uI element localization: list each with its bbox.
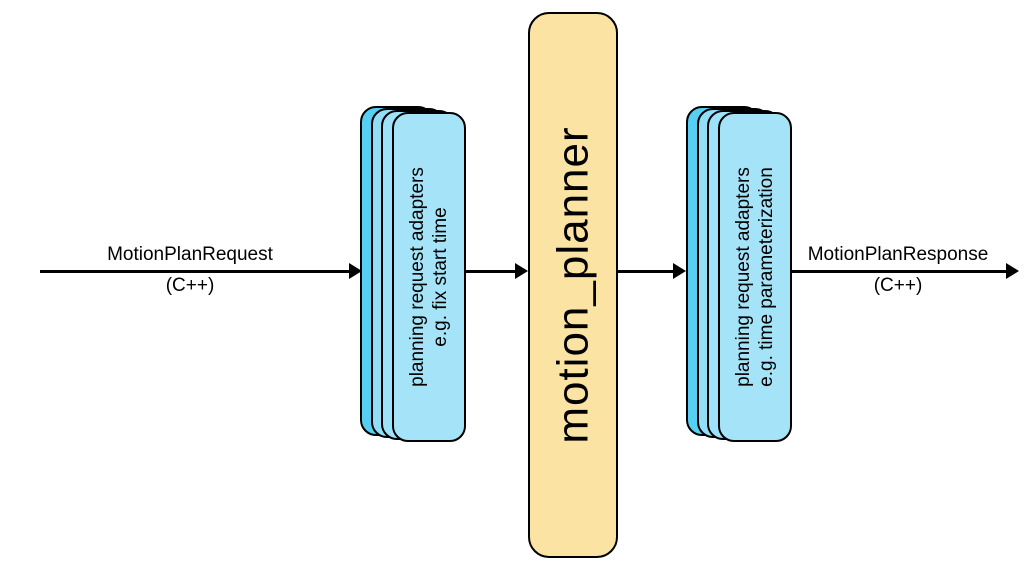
response-adapters-line2: e.g. time parameterization <box>756 167 777 387</box>
request-adapters-stack: planning request adapters e.g. fix start… <box>360 106 466 443</box>
output-arrow-sublabel: (C++) <box>873 275 923 296</box>
output-arrowhead-icon <box>1006 263 1019 279</box>
motion-planner-node: motion_planner <box>528 12 618 558</box>
input-arrow-line <box>40 270 349 273</box>
adapters-to-planner-arrowhead-icon <box>515 263 528 279</box>
request-adapters-line1: planning request adapters <box>407 167 428 387</box>
output-arrow-label: MotionPlanResponse <box>807 244 989 265</box>
planner-to-adapters-arrow-line <box>618 270 674 273</box>
input-arrowhead-icon <box>349 263 362 279</box>
output-arrow-line <box>792 270 1006 273</box>
input-arrow-sublabel: (C++) <box>165 275 215 296</box>
request-adapters-line2: e.g. fix start time <box>430 207 451 347</box>
request-adapters-label: planning request adapters e.g. fix start… <box>406 167 452 387</box>
stack-card-front: planning request adapters e.g. time para… <box>718 112 792 442</box>
response-adapters-label: planning request adapters e.g. time para… <box>732 167 778 387</box>
planner-to-adapters-arrowhead-icon <box>673 263 686 279</box>
input-arrow-label: MotionPlanRequest <box>107 244 273 265</box>
motion-planner-label: motion_planner <box>548 126 598 444</box>
stack-card-front: planning request adapters e.g. fix start… <box>392 112 466 442</box>
response-adapters-stack: planning request adapters e.g. time para… <box>686 106 792 443</box>
adapters-to-planner-arrow-line <box>466 270 517 273</box>
response-adapters-line1: planning request adapters <box>733 167 754 387</box>
